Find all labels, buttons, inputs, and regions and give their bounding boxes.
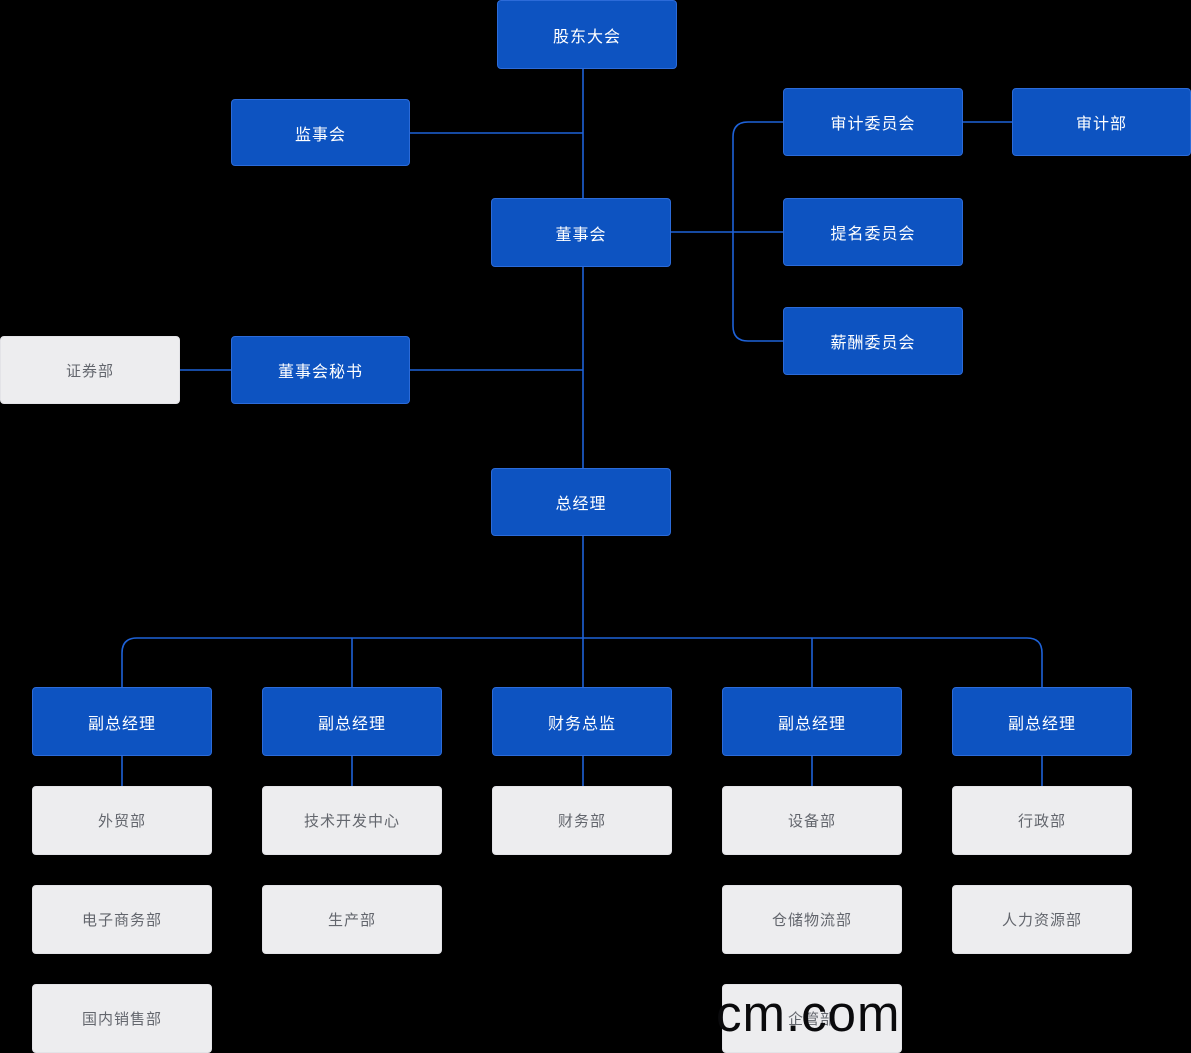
node-label: 副总经理: [777, 715, 846, 733]
node-deputy-gm-1[interactable]: 副总经理: [32, 687, 212, 756]
node-label: 财务总监: [547, 715, 616, 733]
node-deputy-gm-4[interactable]: 副总经理: [952, 687, 1132, 756]
node-board-secretary[interactable]: 董事会秘书: [231, 336, 410, 404]
node-label: 生产部: [327, 912, 376, 929]
node-foreign-trade-dept[interactable]: 外贸部: [32, 786, 212, 855]
node-label: 总经理: [555, 496, 607, 513]
node-general-manager[interactable]: 总经理: [491, 468, 671, 536]
node-label: 董事会秘书: [277, 364, 363, 381]
node-label: 外贸部: [97, 813, 146, 830]
node-label: 副总经理: [87, 715, 156, 733]
bracket-committees: [732, 121, 783, 342]
node-label: 审计部: [1075, 116, 1127, 133]
node-label: 设备部: [787, 813, 836, 830]
node-equipment-dept[interactable]: 设备部: [722, 786, 902, 855]
node-label: 电子商务部: [81, 912, 162, 929]
node-shareholders-meeting[interactable]: 股东大会: [497, 0, 677, 69]
distribution-bus: [121, 637, 1043, 687]
node-label: 证券部: [65, 362, 114, 380]
node-board-of-directors[interactable]: 董事会: [491, 198, 671, 267]
node-label: 监事会: [294, 126, 346, 144]
node-label: 人力资源部: [1001, 912, 1082, 929]
node-label: 副总经理: [317, 715, 386, 733]
node-ecommerce-dept[interactable]: 电子商务部: [32, 885, 212, 954]
node-label: 副总经理: [1007, 715, 1076, 733]
node-label: 审计委员会: [830, 116, 916, 133]
node-label: 财务部: [557, 813, 606, 830]
node-label: 股东大会: [552, 28, 621, 46]
node-label: 行政部: [1017, 813, 1066, 830]
node-label: 技术开发中心: [303, 813, 400, 830]
node-finance-dept[interactable]: 财务部: [492, 786, 672, 855]
node-deputy-gm-2[interactable]: 副总经理: [262, 687, 442, 756]
node-warehouse-logistics-dept[interactable]: 仓储物流部: [722, 885, 902, 954]
node-production-dept[interactable]: 生产部: [262, 885, 442, 954]
node-label: 仓储物流部: [771, 912, 852, 929]
node-enterprise-mgmt-dept[interactable]: 企管部: [722, 984, 902, 1053]
node-hr-dept[interactable]: 人力资源部: [952, 885, 1132, 954]
node-admin-dept[interactable]: 行政部: [952, 786, 1132, 855]
node-domestic-sales-dept[interactable]: 国内销售部: [32, 984, 212, 1053]
node-finance-director[interactable]: 财务总监: [492, 687, 672, 756]
node-tech-dev-center[interactable]: 技术开发中心: [262, 786, 442, 855]
node-label: 国内销售部: [81, 1011, 162, 1028]
node-label: 薪酬委员会: [830, 335, 916, 352]
node-audit-committee[interactable]: 审计委员会: [783, 88, 963, 156]
node-remuneration-committee[interactable]: 薪酬委员会: [783, 307, 963, 375]
node-audit-dept[interactable]: 审计部: [1012, 88, 1191, 156]
node-securities-dept[interactable]: 证券部: [0, 336, 180, 404]
node-deputy-gm-3[interactable]: 副总经理: [722, 687, 902, 756]
node-label: 董事会: [555, 226, 607, 244]
node-label: 提名委员会: [830, 226, 916, 243]
node-supervisory-board[interactable]: 监事会: [231, 99, 410, 166]
node-label: 企管部: [787, 1011, 836, 1028]
node-nomination-committee[interactable]: 提名委员会: [783, 198, 963, 266]
